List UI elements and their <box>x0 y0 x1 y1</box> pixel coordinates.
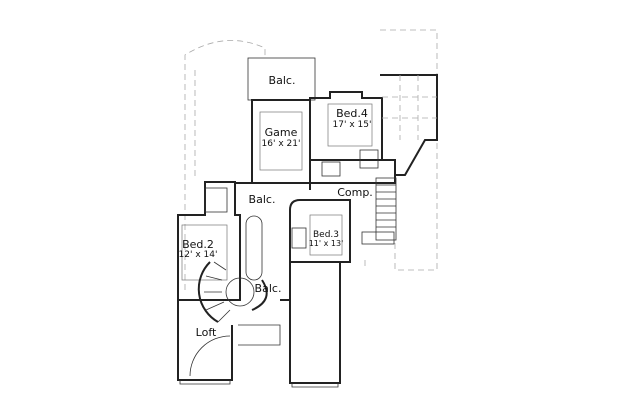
room-label-bed3: Bed.3 <box>313 230 339 240</box>
room-label-balcony-low: Balc. <box>255 282 282 295</box>
stair-curved <box>197 261 255 323</box>
bedroom-4 <box>309 91 383 161</box>
room-dims-bed4: 17' x 15' <box>333 120 372 130</box>
room-label-bed2: Bed.2 <box>182 238 214 251</box>
room-label-bed4: Bed.4 <box>336 107 368 120</box>
roof-outline-left <box>184 40 266 290</box>
room-dims-bed2: 12' x 14' <box>179 250 218 260</box>
room-label-game: Game <box>265 126 298 139</box>
stair-right <box>361 177 397 245</box>
loft <box>177 300 233 381</box>
room-dims-bed3: 11' x 13' <box>309 239 344 248</box>
room-label-balcony-mid: Balc. <box>249 193 276 206</box>
gallery-rail <box>245 215 263 281</box>
roof-outline-right <box>364 29 438 271</box>
room-label-loft: Loft <box>196 326 217 339</box>
room-label-balcony-top: Balc. <box>269 74 296 87</box>
bedroom-3 <box>289 199 351 263</box>
lower-wing <box>289 262 341 384</box>
room-label-comp: Comp. <box>337 186 373 199</box>
porch-right <box>380 74 438 176</box>
room-dims-game: 16' x 21' <box>262 139 301 149</box>
